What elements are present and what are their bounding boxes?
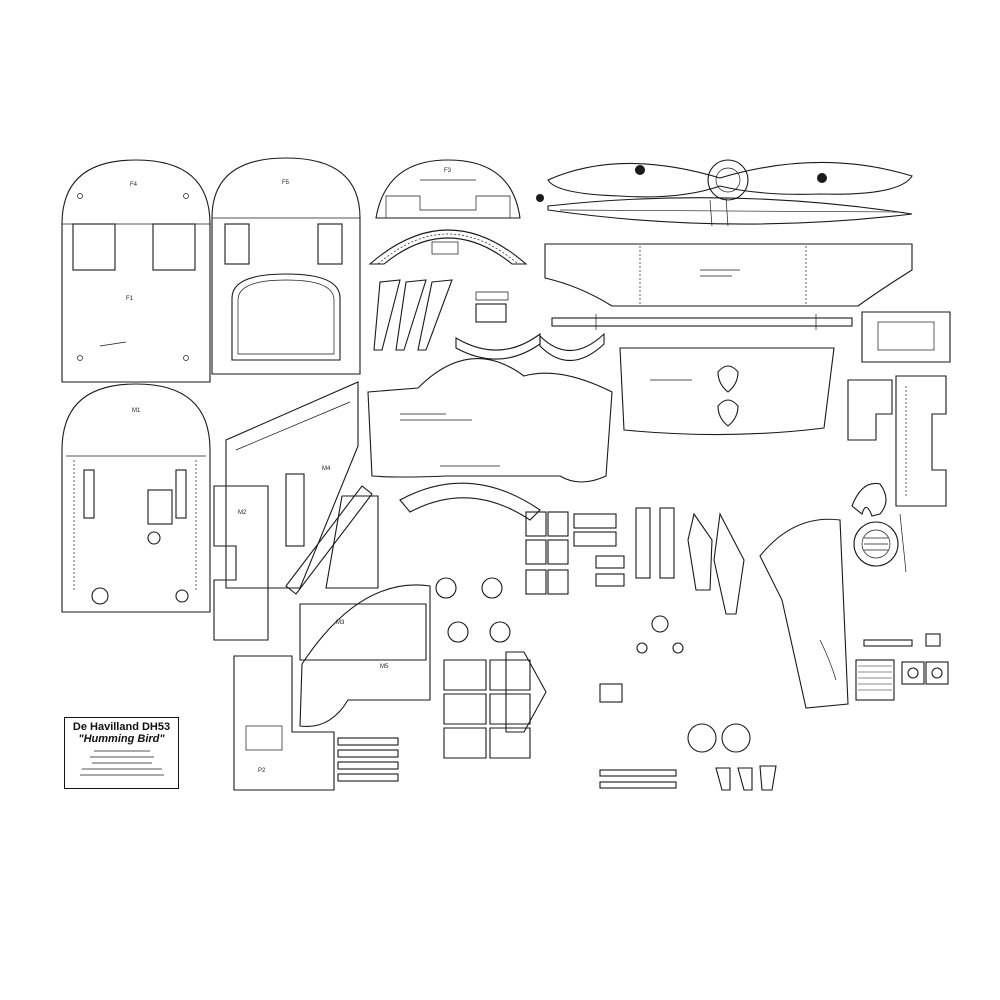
- bracket-top-right: [861, 311, 951, 363]
- former-f1: M1: [61, 383, 211, 613]
- side-frame-m4: M4: [225, 381, 359, 589]
- spar-rod: [551, 314, 853, 330]
- former-f3: F3: [375, 159, 521, 219]
- cowling-arc: [399, 482, 541, 521]
- label-m2: M2: [238, 510, 247, 516]
- former-f5: F5: [211, 157, 361, 375]
- label-p2: P2: [258, 768, 266, 774]
- title-nickname: "Humming Bird": [78, 733, 165, 745]
- former-f4: F4 F1: [61, 159, 211, 383]
- bottom-right-details: [855, 633, 949, 701]
- label-f4: F4: [130, 182, 138, 188]
- credit-text-lines: [79, 750, 164, 776]
- cowl-ring: [368, 229, 528, 265]
- label-m4: M4: [322, 466, 331, 472]
- title-block: De Havilland DH53 "Humming Bird": [64, 717, 179, 789]
- panel-m3: M3 M5: [299, 584, 431, 728]
- title-credits-lines: [69, 747, 174, 782]
- label-f5: F5: [282, 180, 290, 186]
- label-m1: M1: [132, 408, 141, 414]
- rear-side-panel: [759, 518, 849, 709]
- label-f3: F3: [444, 168, 452, 174]
- title-aircraft-name: De Havilland DH53: [72, 721, 171, 733]
- cowling-top: [455, 332, 605, 361]
- tailplane: [619, 347, 835, 436]
- label-m5: M5: [380, 664, 389, 670]
- engine-detail: [851, 482, 907, 573]
- wing-panel: [544, 243, 913, 307]
- rudder-parts: [847, 375, 947, 507]
- fuselage-skin: [367, 358, 613, 483]
- small-parts-field: [337, 507, 777, 791]
- label-m3: M3: [336, 620, 345, 626]
- stringer-fan: [373, 279, 509, 351]
- diagonal-brace: [285, 485, 379, 595]
- label-f1: F1: [126, 296, 134, 302]
- frame-p2: P2: [233, 655, 335, 791]
- propeller: [536, 159, 913, 227]
- panel-m2: M2: [213, 485, 269, 641]
